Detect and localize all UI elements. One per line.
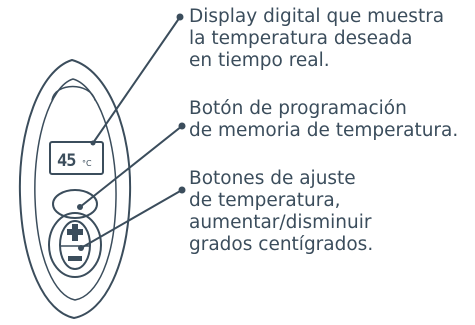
display-value: 45: [57, 151, 76, 171]
callout-adjust-line-2: de temperatura,: [189, 190, 341, 211]
leader-dot-adjust: [178, 186, 186, 194]
adjust-button-ring: [48, 212, 102, 278]
display-unit: °C: [82, 159, 92, 168]
callout-display: Display digital que muestra la temperatu…: [189, 6, 475, 72]
memory-button[interactable]: [52, 189, 98, 219]
leader-line-display: [92, 16, 181, 144]
adjust-button[interactable]: [59, 220, 91, 270]
callout-memory: Botón de programación de memoria de temp…: [189, 98, 475, 142]
remote-top-arch: [51, 85, 96, 101]
callout-adjust-line-1: Botones de ajuste: [189, 168, 356, 189]
leader-dot-display: [176, 13, 184, 21]
callout-memory-line-2: de memoria de temperatura.: [189, 120, 459, 141]
callout-adjust-line-3: aumentar/disminuir: [189, 212, 372, 233]
leader-dot-memory: [178, 122, 186, 130]
callout-display-line-3: en tiempo real.: [189, 50, 330, 71]
target-dot-display: [90, 140, 96, 146]
leader-line-memory: [79, 125, 183, 208]
minus-icon: [68, 256, 82, 261]
target-dot-adjust: [78, 245, 84, 251]
target-dot-memory: [77, 204, 83, 210]
callout-display-line-2: la temperatura deseada: [189, 28, 413, 49]
callout-adjust: Botones de ajuste de temperatura, aument…: [189, 168, 475, 256]
callout-memory-line-1: Botón de programación: [189, 98, 407, 119]
plus-icon: [67, 224, 83, 241]
remote-inner-bezel: [34, 78, 117, 301]
display-window: [49, 141, 104, 175]
remote-outer-body: [18, 59, 132, 319]
callout-adjust-line-4: grados centígrados.: [189, 234, 374, 255]
callout-display-line-1: Display digital que muestra: [189, 6, 445, 27]
leader-line-adjust: [80, 189, 183, 249]
